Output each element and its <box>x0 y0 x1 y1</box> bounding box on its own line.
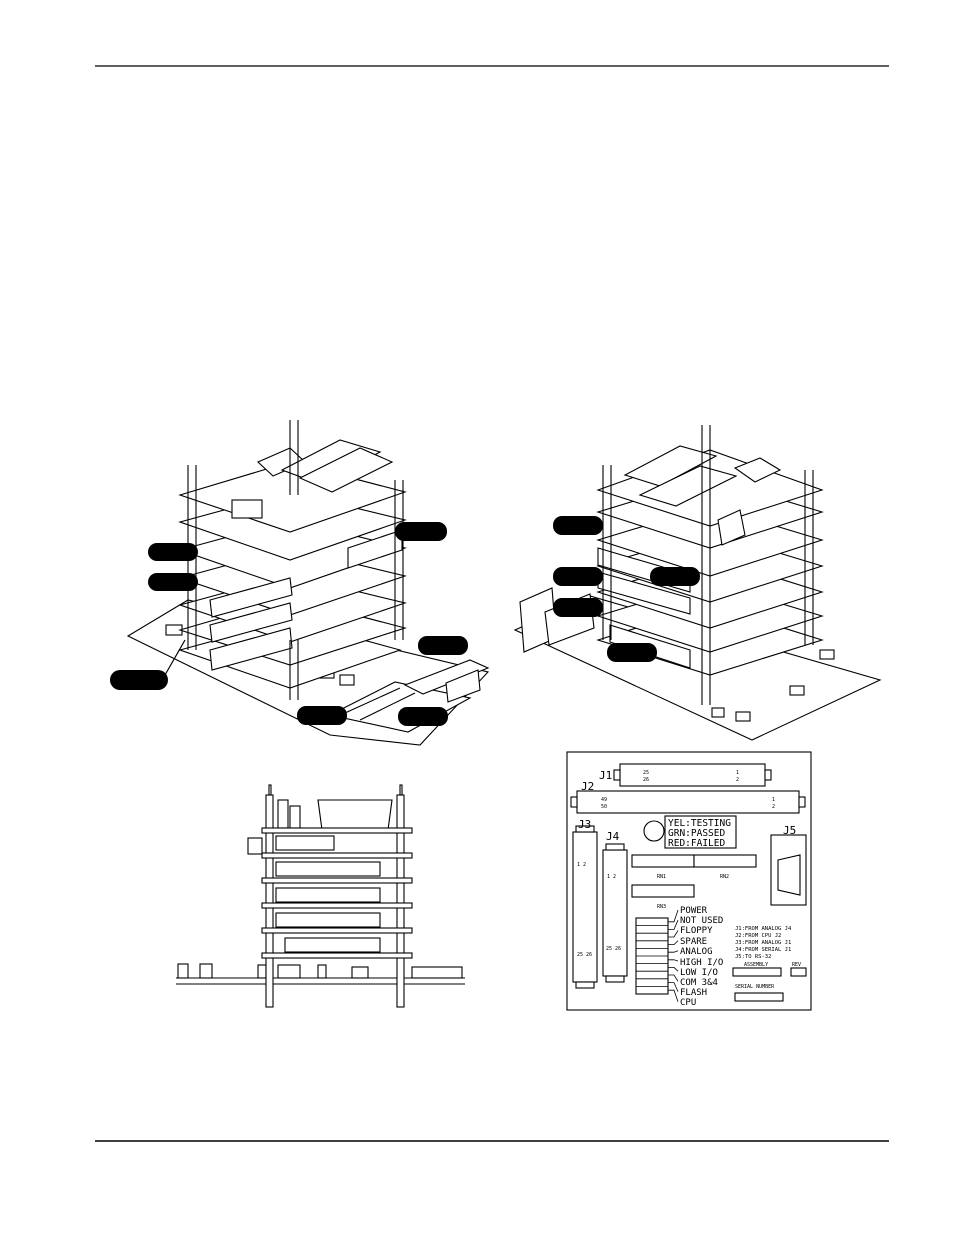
rn3-label: RN3 <box>657 904 666 910</box>
side-standoff-left <box>265 794 274 1008</box>
serial-number-label: SERIAL NUMBER <box>735 984 775 990</box>
j2-pin-c: 1 <box>772 797 775 803</box>
j2-pin-a: 49 <box>601 797 607 803</box>
connector-j2 <box>576 790 800 814</box>
callout-oval <box>110 670 168 690</box>
led-leader-line <box>668 940 679 945</box>
j4-label: J4 <box>606 830 620 843</box>
j1-pin-a: 25 <box>643 770 649 776</box>
board-list-item: FLOPPY <box>680 926 713 936</box>
callout-oval <box>418 636 468 655</box>
callout-oval <box>650 567 700 586</box>
cable-note: J4:FROM SERIAL J1 <box>735 947 791 953</box>
j2-pin-b: 50 <box>601 804 607 810</box>
assembly-box <box>732 967 782 977</box>
j4-pin-top: 1 2 <box>607 874 616 880</box>
j2-label: J2 <box>581 780 594 793</box>
j1-pin-d: 2 <box>736 777 739 783</box>
side-board-6 <box>261 952 413 959</box>
side-board-4 <box>261 902 413 909</box>
cable-note: J1:FROM ANALOG J4 <box>735 926 792 932</box>
side-elevation-view <box>176 784 465 1008</box>
left-edge-connector-1 <box>328 681 472 733</box>
callout-oval <box>553 516 603 535</box>
board-list-item: CPU <box>680 998 696 1008</box>
led-leader-line <box>668 959 679 962</box>
connector-j4 <box>602 849 628 977</box>
serial-box <box>734 992 784 1002</box>
led-leader-line <box>668 909 679 923</box>
j1-pin-b: 26 <box>643 777 649 783</box>
led-leader-line <box>668 974 679 982</box>
left-edge-connector-3 <box>445 669 481 703</box>
left-isometric-stack <box>126 420 490 746</box>
rn2-block <box>693 854 757 868</box>
j1-label: J1 <box>599 769 612 782</box>
board-list-item: LOW I/O <box>680 968 718 978</box>
callout-oval <box>607 643 657 662</box>
side-board-5 <box>261 927 413 934</box>
connector-j3 <box>572 831 598 983</box>
led-legend-red: RED:FAILED <box>668 838 725 849</box>
callout-oval <box>297 706 347 725</box>
led-leader-lines <box>636 909 679 1002</box>
board-list-item: HIGH I/O <box>680 958 723 968</box>
cable-note: J5:TO RS-32 <box>735 954 771 960</box>
callout-oval <box>148 543 198 561</box>
callout-oval <box>398 707 448 726</box>
led-legend-yellow: YEL:TESTING <box>668 818 731 829</box>
rn1-block <box>631 854 695 868</box>
led-legend-box <box>664 815 737 849</box>
j4-pin-bottom: 25 26 <box>606 946 621 952</box>
rev-box <box>790 967 807 977</box>
rev-label: REV <box>792 962 801 968</box>
callout-oval <box>395 522 447 541</box>
status-card-text: J1 J2 J3 J4 J5 25 26 1 2 49 50 1 2 1 2 2… <box>577 769 801 1008</box>
left-callouts <box>110 522 468 726</box>
rn3-block <box>631 884 695 898</box>
connector-j1 <box>619 763 766 787</box>
side-board-3 <box>261 877 413 884</box>
led-leader-line <box>668 920 679 930</box>
rn1-label: RN1 <box>657 874 666 880</box>
right-db9-connector <box>733 457 782 483</box>
board-list-item: SPARE <box>680 937 707 947</box>
j3-label: J3 <box>578 818 591 831</box>
led-leader-line <box>668 930 679 938</box>
left-edge-connector-2 <box>403 659 490 695</box>
j3-pin-top: 1 2 <box>577 862 586 868</box>
j5-label: J5 <box>783 824 796 837</box>
side-board-2 <box>261 852 413 859</box>
status-led <box>643 820 665 842</box>
board-list-item: COM 3&4 <box>680 978 718 988</box>
led-leader-line <box>668 982 679 992</box>
j1-pin-c: 1 <box>736 770 739 776</box>
assembly-label: ASSEMBLY <box>744 962 768 968</box>
led-leader-line <box>668 967 679 972</box>
board-list-item: POWER <box>680 906 708 916</box>
cable-note: J3:FROM ANALOG J1 <box>735 940 791 946</box>
side-standoff-right <box>396 794 405 1008</box>
status-card <box>566 751 812 1011</box>
led-leader-line <box>668 989 679 1002</box>
board-list-item: ANALOG <box>680 947 713 957</box>
callout-oval <box>553 567 603 586</box>
cable-note: J2:FROM CPU J2 <box>735 933 781 939</box>
callout-oval <box>148 573 198 591</box>
side-board-1 <box>261 827 413 834</box>
led-leader-line <box>668 950 679 953</box>
led-legend-green: GRN:PASSED <box>668 828 725 839</box>
callout-oval <box>553 598 603 617</box>
board-list-item: NOT USED <box>680 916 723 926</box>
j2-pin-d: 2 <box>772 804 775 810</box>
j3-pin-bottom: 25 26 <box>577 952 592 958</box>
board-list-item: FLASH <box>680 988 707 998</box>
rn2-label: RN2 <box>720 874 729 880</box>
right-callouts <box>553 516 700 662</box>
